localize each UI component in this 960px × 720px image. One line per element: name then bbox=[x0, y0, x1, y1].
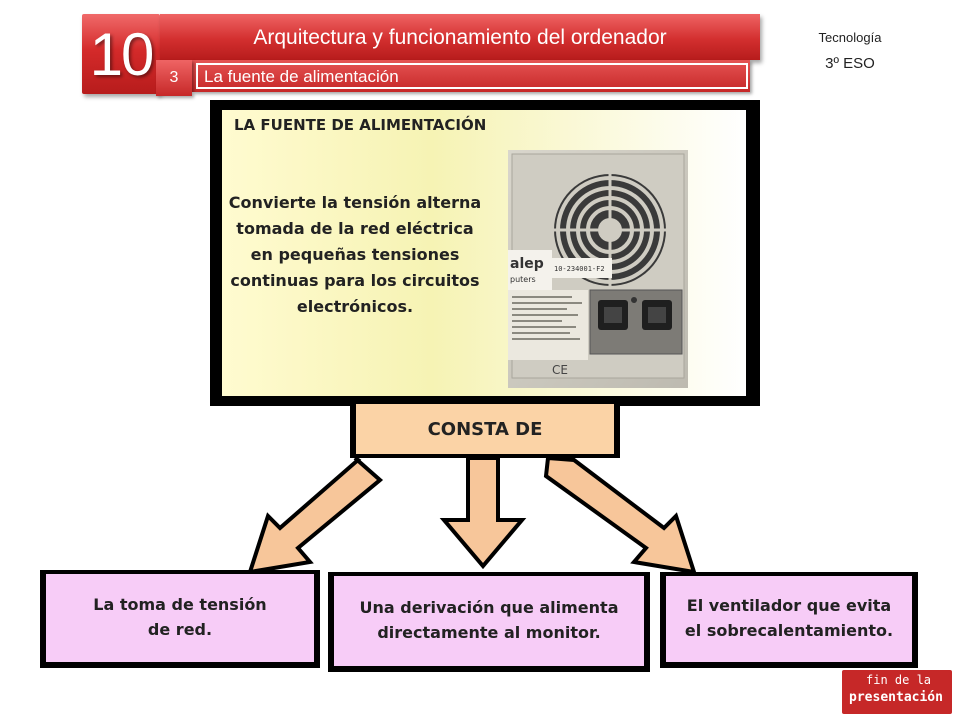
power-supply-photo: alep puters 10-234001-F2 CE bbox=[508, 150, 688, 388]
unit-badge bbox=[82, 14, 160, 94]
photo-brand-label: alep bbox=[510, 256, 544, 272]
component-fan: El ventilador que evita el sobrecalentam… bbox=[666, 576, 912, 662]
photo-serial: 10-234001-F2 bbox=[554, 265, 605, 273]
card-title: LA FUENTE DE ALIMENTACIÓN bbox=[234, 116, 487, 134]
component-power-inlet: La toma de tensión de red. bbox=[46, 574, 314, 662]
photo-ce-mark: CE bbox=[552, 363, 568, 377]
arrow-right-icon bbox=[543, 455, 697, 575]
unit-number: 10 bbox=[89, 20, 155, 88]
section-bar-frame bbox=[196, 63, 748, 89]
end-presentation-line1: fin de la bbox=[866, 673, 932, 687]
page-title: Arquitectura y funcionamiento del ordena… bbox=[253, 26, 667, 49]
title-bar bbox=[160, 14, 760, 60]
end-presentation-button[interactable] bbox=[842, 670, 952, 714]
arrow-center-icon bbox=[439, 456, 527, 570]
course-label: 3º ESO bbox=[825, 55, 875, 72]
card-description: Convierte la tensión alterna tomada de l… bbox=[228, 193, 482, 316]
section-title: La fuente de alimentación bbox=[204, 67, 399, 86]
component-power-inlet-text: La toma de tensión de red. bbox=[93, 595, 267, 639]
consta-de-label: CONSTA DE bbox=[356, 404, 614, 454]
component-monitor-output: Una derivación que alimenta directamente… bbox=[334, 576, 644, 666]
section-number: 3 bbox=[169, 69, 179, 86]
photo-brand-sub: puters bbox=[510, 275, 536, 284]
component-fan-text: El ventilador que evita el sobrecalentam… bbox=[684, 596, 894, 640]
component-monitor-output-text: Una derivación que alimenta directamente… bbox=[359, 598, 619, 642]
section-badge bbox=[156, 60, 192, 96]
subject-label: Tecnología bbox=[818, 30, 882, 45]
arrow-left-icon bbox=[247, 456, 384, 575]
end-presentation-line2: presentación bbox=[849, 690, 943, 705]
section-bar bbox=[192, 60, 750, 92]
